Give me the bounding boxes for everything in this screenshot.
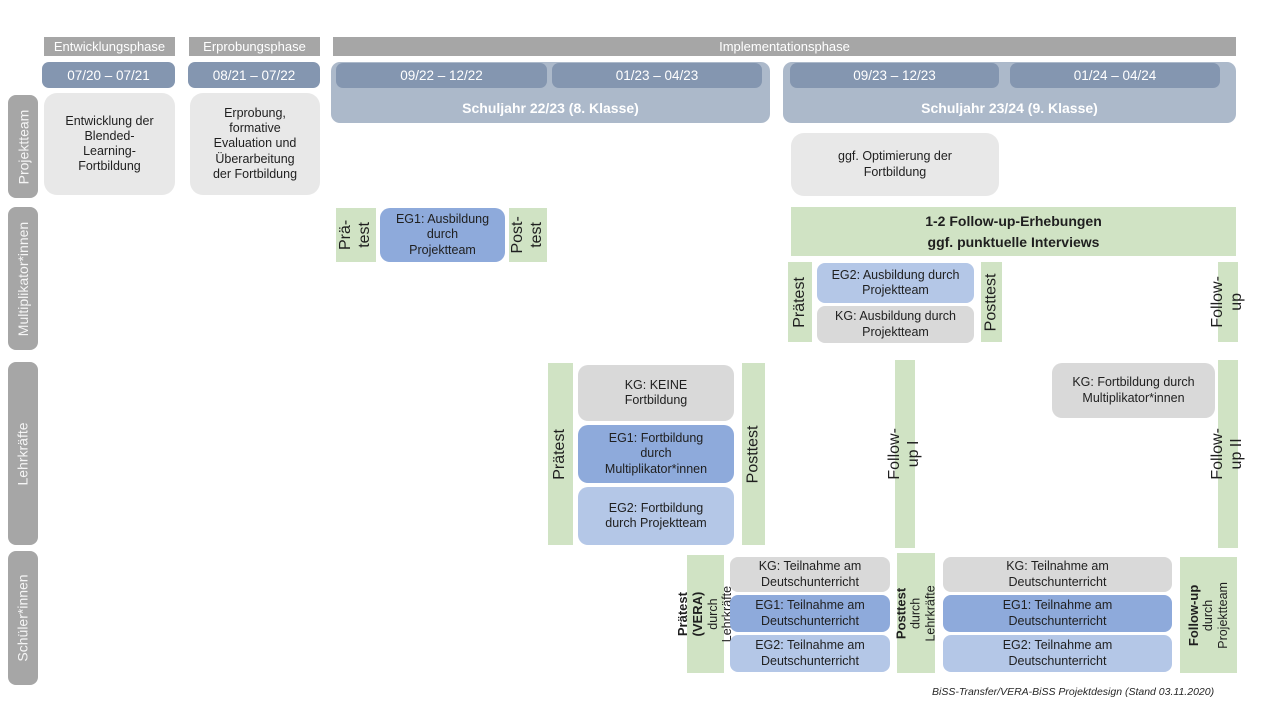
box-eg2-ausbildung-projektteam: EG2: Ausbildung durch Projektteam bbox=[817, 263, 974, 303]
row-label-projektteam: Projektteam bbox=[8, 95, 38, 198]
bar-praetest-multiplikatoren-sy1: Prä- test bbox=[336, 208, 376, 262]
box-eg1-teilnahme-sy1: EG1: Teilnahme am Deutschunterricht bbox=[730, 595, 890, 632]
bar-posttest-multiplikatoren-sy2-text: Posttest bbox=[982, 273, 1000, 331]
bar-followup1-lehrkraefte: Follow-up I bbox=[886, 360, 922, 548]
bar-praetest-multiplikatoren-sy1-text: Prä- test bbox=[337, 219, 373, 251]
bar-followup-multiplikatoren-text: Follow-up bbox=[1209, 276, 1245, 328]
phase-header-erprobung: Erprobungsphase bbox=[189, 37, 320, 56]
bar-followup2-lehrkraefte-text: Follow-up II bbox=[1209, 428, 1245, 480]
box-optimierung-fortbildung: ggf. Optimierung der Fortbildung bbox=[791, 133, 999, 196]
bar-posttest-schueler-sublabel: durch Lehrkräfte bbox=[908, 584, 938, 642]
school-year-label-23-24: Schuljahr 23/24 (9. Klasse) bbox=[921, 100, 1098, 116]
box-eg1-fortbildung-multiplikatoren: EG1: Fortbildung durch Multiplikator*inn… bbox=[578, 425, 734, 483]
bar-praetest-vera-label: Prätest (VERA) bbox=[675, 591, 706, 637]
bar-praetest-lehrkraefte: Prätest bbox=[548, 363, 573, 545]
banner-followup-erhebungen: 1-2 Follow-up-Erhebungen ggf. punktuelle… bbox=[791, 207, 1236, 256]
period-bar-development: 07/20 – 07/21 bbox=[42, 62, 175, 88]
row-label-schueler-text: Schüler*innen bbox=[15, 574, 32, 662]
box-eg2-fortbildung-projektteam: EG2: Fortbildung durch Projektteam bbox=[578, 487, 734, 545]
bar-followup-schueler-sublabel: durch Projektteam bbox=[1201, 581, 1231, 649]
bar-posttest-multiplikatoren-sy1: Post- test bbox=[509, 208, 547, 262]
row-label-lehrkraefte: Lehrkräfte bbox=[8, 362, 38, 545]
box-kg-keine-fortbildung: KG: KEINE Fortbildung bbox=[578, 365, 734, 421]
box-kg-teilnahme-sy2: KG: Teilnahme am Deutschunterricht bbox=[943, 557, 1172, 592]
box-kg-teilnahme-sy1: KG: Teilnahme am Deutschunterricht bbox=[730, 557, 890, 592]
row-label-schueler: Schüler*innen bbox=[8, 551, 38, 685]
row-label-multiplikatoren: Multiplikator*innen bbox=[8, 207, 38, 350]
box-kg-ausbildung-projektteam: KG: Ausbildung durch Projektteam bbox=[817, 306, 974, 343]
box-eg1-ausbildung-projektteam: EG1: Ausbildung durch Projektteam bbox=[380, 208, 505, 262]
bar-followup2-lehrkraefte: Follow-up II bbox=[1209, 360, 1245, 548]
bar-posttest-multiplikatoren-sy1-text: Post- test bbox=[509, 216, 545, 254]
bar-posttest-schueler: Posttest durch Lehrkräfte bbox=[893, 553, 938, 673]
box-entwicklung-fortbildung: Entwicklung der Blended- Learning- Fortb… bbox=[44, 93, 175, 195]
bar-followup1-lehrkraefte-text: Follow-up I bbox=[886, 428, 922, 480]
bar-praetest-lehrkraefte-text: Prätest bbox=[551, 428, 569, 480]
period-bar-sy1-term1: 09/22 – 12/22 bbox=[336, 63, 547, 88]
bar-praetest-vera-schueler: Prätest (VERA) durch Lehrkräfte bbox=[675, 555, 735, 673]
row-label-multiplikatoren-text: Multiplikator*innen bbox=[15, 221, 31, 336]
box-eg2-teilnahme-sy2: EG2: Teilnahme am Deutschunterricht bbox=[943, 635, 1172, 672]
box-kg-fortbildung-multiplikatoren: KG: Fortbildung durch Multiplikator*inne… bbox=[1052, 363, 1215, 418]
school-year-band-22-23: 09/22 – 12/22 01/23 – 04/23 Schuljahr 22… bbox=[331, 62, 770, 123]
period-bar-sy2-term2: 01/24 – 04/24 bbox=[1010, 63, 1220, 88]
box-eg1-teilnahme-sy2: EG1: Teilnahme am Deutschunterricht bbox=[943, 595, 1172, 632]
slide-caption: BiSS-Transfer/VERA-BiSS Projektdesign (S… bbox=[932, 686, 1215, 698]
bar-posttest-lehrkraefte: Posttest bbox=[742, 363, 765, 545]
box-eg2-teilnahme-sy1: EG2: Teilnahme am Deutschunterricht bbox=[730, 635, 890, 672]
bar-praetest-multiplikatoren-sy2: Prätest bbox=[788, 262, 812, 342]
phase-header-entwicklung: Entwicklungsphase bbox=[44, 37, 175, 56]
bar-posttest-schueler-label: Posttest bbox=[893, 587, 909, 639]
bar-posttest-multiplikatoren-sy2: Posttest bbox=[981, 262, 1002, 342]
box-erprobung-evaluation: Erprobung, formative Evaluation und Über… bbox=[190, 93, 320, 195]
row-label-projektteam-text: Projektteam bbox=[15, 109, 32, 184]
bar-followup-multiplikatoren: Follow-up bbox=[1209, 262, 1245, 342]
school-year-band-23-24: 09/23 – 12/23 01/24 – 04/24 Schuljahr 23… bbox=[783, 62, 1236, 123]
period-bar-sy1-term2: 01/23 – 04/23 bbox=[552, 63, 762, 88]
bar-followup-schueler: Follow-up durch Projektteam bbox=[1180, 557, 1237, 673]
bar-posttest-lehrkraefte-text: Posttest bbox=[744, 425, 762, 483]
period-bar-piloting: 08/21 – 07/22 bbox=[188, 62, 320, 88]
phase-header-implementation: Implementationsphase bbox=[333, 37, 1236, 56]
bar-praetest-multiplikatoren-sy2-text: Prätest bbox=[790, 276, 808, 328]
row-label-lehrkraefte-text: Lehrkräfte bbox=[15, 421, 32, 486]
school-year-label-22-23: Schuljahr 22/23 (8. Klasse) bbox=[462, 100, 639, 116]
bar-followup-schueler-label: Follow-up bbox=[1186, 584, 1202, 646]
period-bar-sy2-term1: 09/23 – 12/23 bbox=[790, 63, 999, 88]
